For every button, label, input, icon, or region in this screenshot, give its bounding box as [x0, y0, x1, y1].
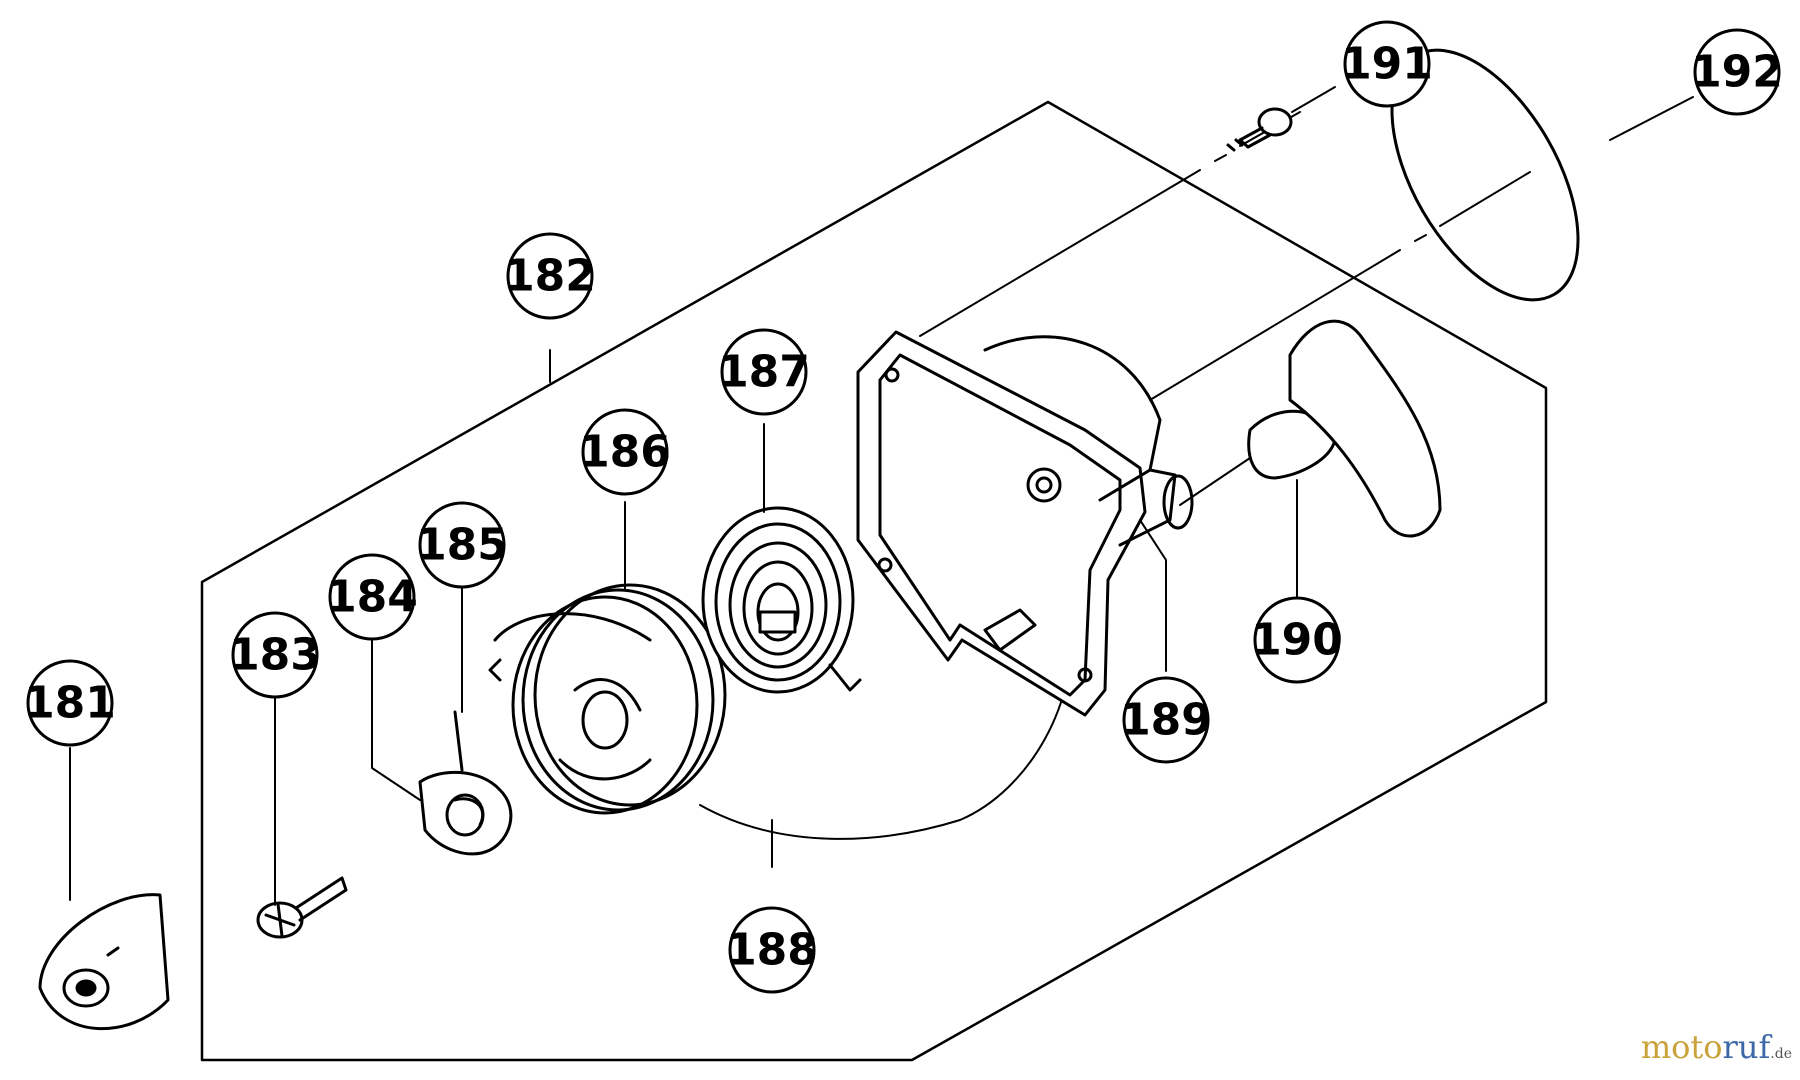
part-186-reel — [488, 583, 727, 815]
callout-label-188: 188 — [726, 925, 818, 976]
part-190-handle — [1179, 319, 1442, 538]
callout-label-185: 185 — [416, 520, 508, 571]
leader-lines — [69, 86, 1694, 906]
callout-label-184: 184 — [326, 572, 418, 623]
callout-188 — [728, 906, 816, 994]
callout-label-186: 186 — [579, 427, 671, 478]
callout-label-187: 187 — [718, 347, 810, 398]
callout-label-183: 183 — [229, 630, 321, 681]
callout-183 — [231, 611, 319, 699]
callout-label-192: 192 — [1691, 47, 1783, 98]
watermark-part-a: moto — [1640, 1028, 1723, 1066]
watermark-part-c: .de — [1770, 1046, 1792, 1062]
part-187-spring — [701, 506, 862, 694]
part-181-cap — [38, 893, 170, 1030]
part-185-pin — [453, 710, 464, 772]
callout-192 — [1693, 28, 1781, 116]
callout-label-189: 189 — [1120, 695, 1212, 746]
callout-184 — [328, 553, 416, 641]
callouts — [26, 20, 1781, 994]
callout-label-190: 190 — [1251, 615, 1343, 666]
axis-line-2 — [1149, 171, 1531, 401]
assembly-outline — [200, 100, 1548, 1062]
callout-190 — [1253, 596, 1341, 684]
part-184-ratchet-plate — [418, 770, 513, 856]
watermark-part-b: ruf — [1722, 1028, 1771, 1066]
callout-191 — [1343, 20, 1431, 108]
callout-label-181: 181 — [24, 678, 116, 729]
watermark-logo: motoruf.de — [1641, 1028, 1792, 1066]
callout-label-191: 191 — [1341, 39, 1433, 90]
callout-182 — [506, 232, 594, 320]
part-189-housing — [856, 330, 1194, 717]
part-191-bolt — [1226, 107, 1293, 152]
callout-185 — [418, 501, 506, 589]
part-183-screw — [256, 876, 348, 939]
callout-186 — [581, 408, 669, 496]
callout-181 — [26, 659, 114, 747]
callout-187 — [720, 328, 808, 416]
callout-189 — [1122, 676, 1210, 764]
callout-label-182: 182 — [504, 251, 596, 302]
